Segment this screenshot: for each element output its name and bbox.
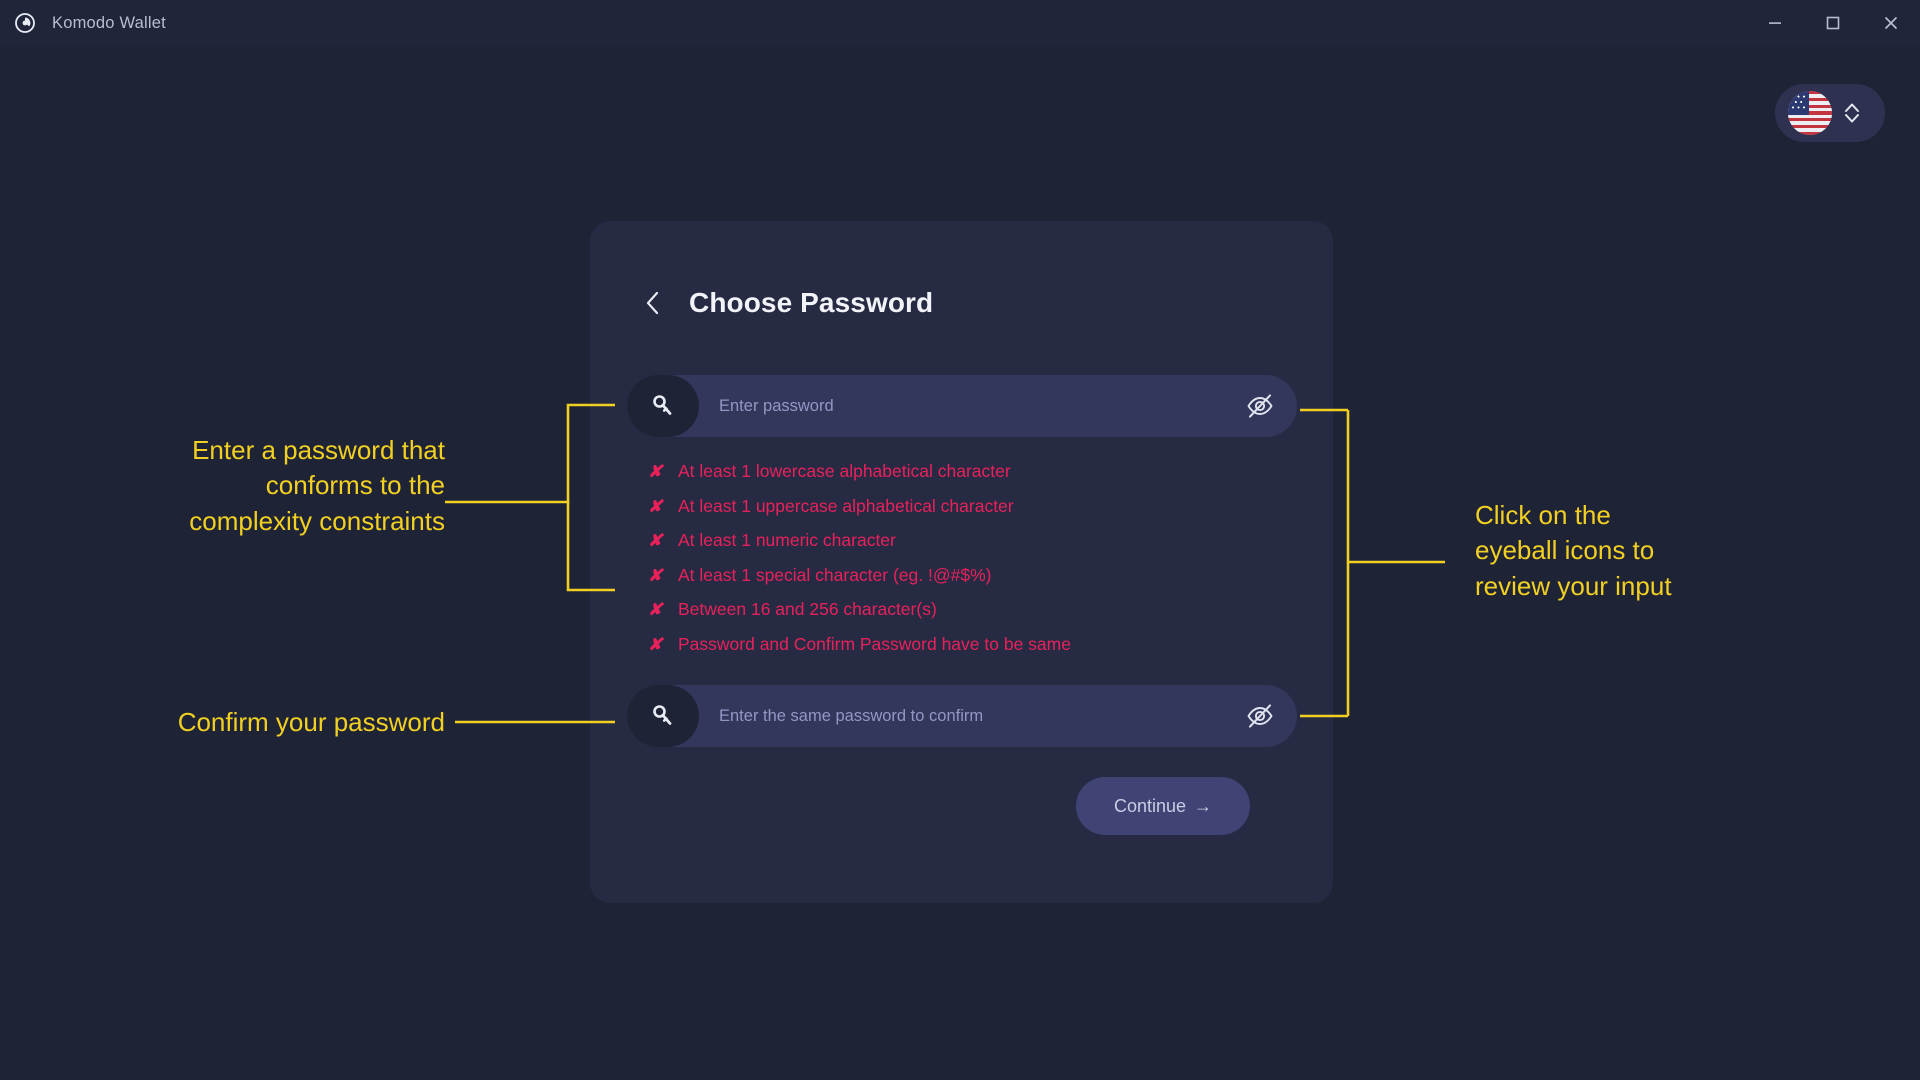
validation-rule: ✘ Password and Confirm Password have to … xyxy=(648,634,1268,669)
status-cross-icon: ✘ xyxy=(648,496,663,516)
status-cross-icon: ✘ xyxy=(648,600,663,619)
password-visibility-toggle[interactable] xyxy=(1223,375,1297,437)
validation-rule-label: At least 1 special character (eg. !@#$%) xyxy=(678,564,992,585)
key-icon-badge xyxy=(627,375,699,437)
validation-rule-label: At least 1 uppercase alphabetical charac… xyxy=(678,495,1014,516)
validation-rule: ✘ At least 1 uppercase alphabetical char… xyxy=(648,496,1268,531)
password-validation-list: ✘ At least 1 lowercase alphabetical char… xyxy=(648,461,1268,668)
annotation-eyeball-icons: Click on the eyeball icons to review you… xyxy=(1475,500,1672,601)
us-flag-icon xyxy=(1788,91,1832,135)
window-titlebar: Komodo Wallet xyxy=(0,0,1920,46)
window-controls xyxy=(1746,0,1920,46)
validation-rule: ✘ At least 1 lowercase alphabetical char… xyxy=(648,461,1268,496)
page-title: Choose Password xyxy=(689,287,934,318)
chevron-up-down-icon xyxy=(1845,103,1859,123)
validation-rule-label: At least 1 lowercase alphabetical charac… xyxy=(678,461,1011,481)
continue-button-label: Continue xyxy=(1113,795,1187,816)
annotation-password-complexity: Enter a password that conforms to the co… xyxy=(189,435,445,536)
password-input[interactable]: Enter password xyxy=(719,396,834,415)
confirm-password-visibility-toggle[interactable] xyxy=(1223,685,1297,747)
card-header: Choose Password xyxy=(645,287,933,319)
language-selector[interactable] xyxy=(1775,84,1885,142)
continue-button[interactable]: Continue → xyxy=(1076,777,1250,835)
validation-rule: ✘ At least 1 numeric character xyxy=(648,530,1268,565)
validation-rule-label: Between 16 and 256 character(s) xyxy=(678,599,937,619)
annotation-confirm-password: Confirm your password xyxy=(177,707,445,737)
minus-icon xyxy=(1769,22,1781,24)
validation-rule-label: Password and Confirm Password have to be… xyxy=(678,633,1071,654)
eye-off-icon xyxy=(1247,394,1273,418)
validation-rule: ✘ At least 1 special character (eg. !@#$… xyxy=(648,565,1268,600)
komodo-circle-logo-icon xyxy=(15,13,35,33)
validation-rule: ✘ Between 16 and 256 character(s) xyxy=(648,599,1268,634)
status-cross-icon: ✘ xyxy=(648,634,663,654)
password-field[interactable]: Enter password xyxy=(627,375,1297,437)
eye-off-icon xyxy=(1247,704,1273,728)
confirm-password-field[interactable]: Enter the same password to confirm xyxy=(627,685,1297,747)
close-button[interactable] xyxy=(1862,0,1920,46)
status-cross-icon: ✘ xyxy=(648,565,663,585)
validation-rule-label: At least 1 numeric character xyxy=(678,530,896,550)
status-cross-icon: ✘ xyxy=(648,462,663,481)
app-title: Komodo Wallet xyxy=(52,13,166,32)
key-icon-badge xyxy=(627,685,699,747)
arrow-right-icon: → xyxy=(1194,796,1213,816)
status-cross-icon: ✘ xyxy=(648,531,663,550)
minimize-button[interactable] xyxy=(1746,0,1804,46)
key-icon xyxy=(653,705,672,725)
maximize-button[interactable] xyxy=(1804,0,1862,46)
square-icon xyxy=(1826,16,1840,30)
choose-password-card: Choose Password Enter password xyxy=(590,221,1333,903)
close-x-icon xyxy=(1884,16,1898,30)
chevron-left-icon[interactable] xyxy=(645,290,661,316)
key-icon xyxy=(653,395,672,415)
confirm-password-input[interactable]: Enter the same password to confirm xyxy=(719,706,984,725)
